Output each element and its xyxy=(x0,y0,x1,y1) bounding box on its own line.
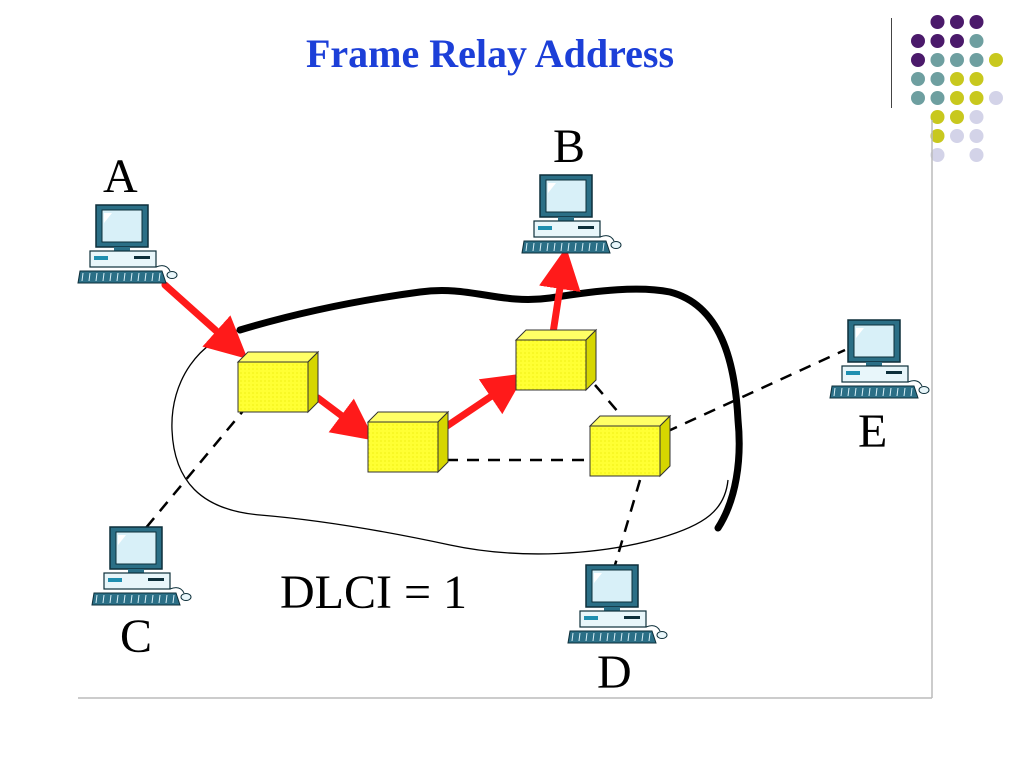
network-cloud xyxy=(171,285,743,555)
node-label-B: B xyxy=(553,120,585,173)
frame-relay-switch-icon xyxy=(514,328,598,392)
slide-title: Frame Relay Address xyxy=(305,31,675,76)
node-label-A: A xyxy=(103,150,138,203)
link-switch4-E xyxy=(665,348,846,434)
link-switch1-C xyxy=(139,404,249,536)
dlci-caption: DLCI = 1 xyxy=(280,566,467,619)
arrow-A-to-switch1 xyxy=(161,281,248,360)
computer-icon xyxy=(521,174,622,254)
frame-relay-switch-icon xyxy=(366,410,450,474)
computer-icon xyxy=(829,319,930,399)
frame-relay-switch-icon xyxy=(588,414,672,478)
arrow-switch2-to-switch3 xyxy=(440,373,526,432)
data-path xyxy=(161,247,581,441)
header-divider xyxy=(891,18,892,108)
node-label-E: E xyxy=(858,405,887,458)
computer-icon xyxy=(91,526,192,606)
arrow-switch1-to-switch2 xyxy=(314,394,375,441)
link-switch3-switch4 xyxy=(594,384,626,421)
arrow-switch3-to-B xyxy=(539,247,581,337)
link-switch4-D xyxy=(613,479,642,566)
frame-relay-switch-icon xyxy=(236,350,320,414)
dashed-links xyxy=(139,348,846,566)
computer-icon xyxy=(77,204,178,284)
node-label-D: D xyxy=(597,646,632,699)
node-label-C: C xyxy=(120,610,152,663)
computer-icon xyxy=(567,564,668,644)
